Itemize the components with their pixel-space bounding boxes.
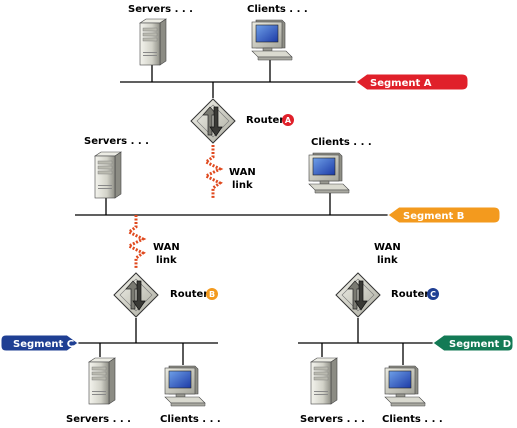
wan-link-one-line2: link	[232, 180, 253, 191]
router-c-badge	[427, 288, 439, 300]
servers-bl-label: Servers . . .	[66, 414, 131, 425]
router-b-icon	[113, 272, 159, 318]
router-a-icon	[190, 98, 236, 144]
router-b-badge-letter: B	[209, 290, 215, 299]
router-c-badge-letter: C	[430, 290, 436, 299]
wan-link-two-line1: WAN	[153, 242, 180, 253]
router-a-label: Router	[246, 115, 284, 126]
router-a-badge	[282, 114, 294, 126]
clients-br-label: Clients . . .	[382, 414, 443, 425]
segment-b-label: Segment B	[403, 211, 464, 222]
servers-br-label: Servers . . .	[300, 414, 365, 425]
servers-mid-label: Servers . . .	[84, 136, 149, 147]
wan-link-two-line2: link	[156, 255, 177, 266]
segment-b-tag: Segment B	[387, 206, 501, 224]
router-c-label: Router	[391, 289, 429, 300]
client-mid-icon	[308, 152, 350, 194]
servers-top-label: Servers . . .	[128, 4, 193, 15]
wan-link-one-icon	[204, 143, 222, 201]
wan-link-three-line1: WAN	[374, 242, 401, 253]
segment-c-label: Segment C	[13, 339, 74, 350]
router-b-label: Router	[170, 289, 208, 300]
router-b-badge	[206, 288, 218, 300]
clients-top-label: Clients . . .	[247, 4, 308, 15]
wan-link-three-line2: link	[377, 255, 398, 266]
segment-a-tag: Segment A	[355, 73, 469, 91]
wan-link-one-line1: WAN	[229, 167, 256, 178]
client-br-icon	[384, 365, 426, 407]
client-bl-icon	[164, 365, 206, 407]
router-a-badge-letter: A	[285, 116, 292, 125]
clients-mid-label: Clients . . .	[311, 137, 372, 148]
router-c-icon	[335, 272, 381, 318]
segment-c-tag: Segment C	[0, 334, 79, 352]
clients-bl-label: Clients . . .	[160, 414, 221, 425]
server-br-icon	[310, 357, 338, 405]
server-top-icon	[139, 18, 167, 66]
segment-d-tag: Segment D	[432, 334, 514, 352]
client-top-icon	[251, 19, 293, 61]
segment-d-label: Segment D	[449, 339, 511, 350]
server-bl-icon	[88, 357, 116, 405]
segment-a-label: Segment A	[370, 78, 432, 89]
server-mid-icon	[94, 151, 122, 199]
wan-link-two-icon	[127, 213, 145, 271]
